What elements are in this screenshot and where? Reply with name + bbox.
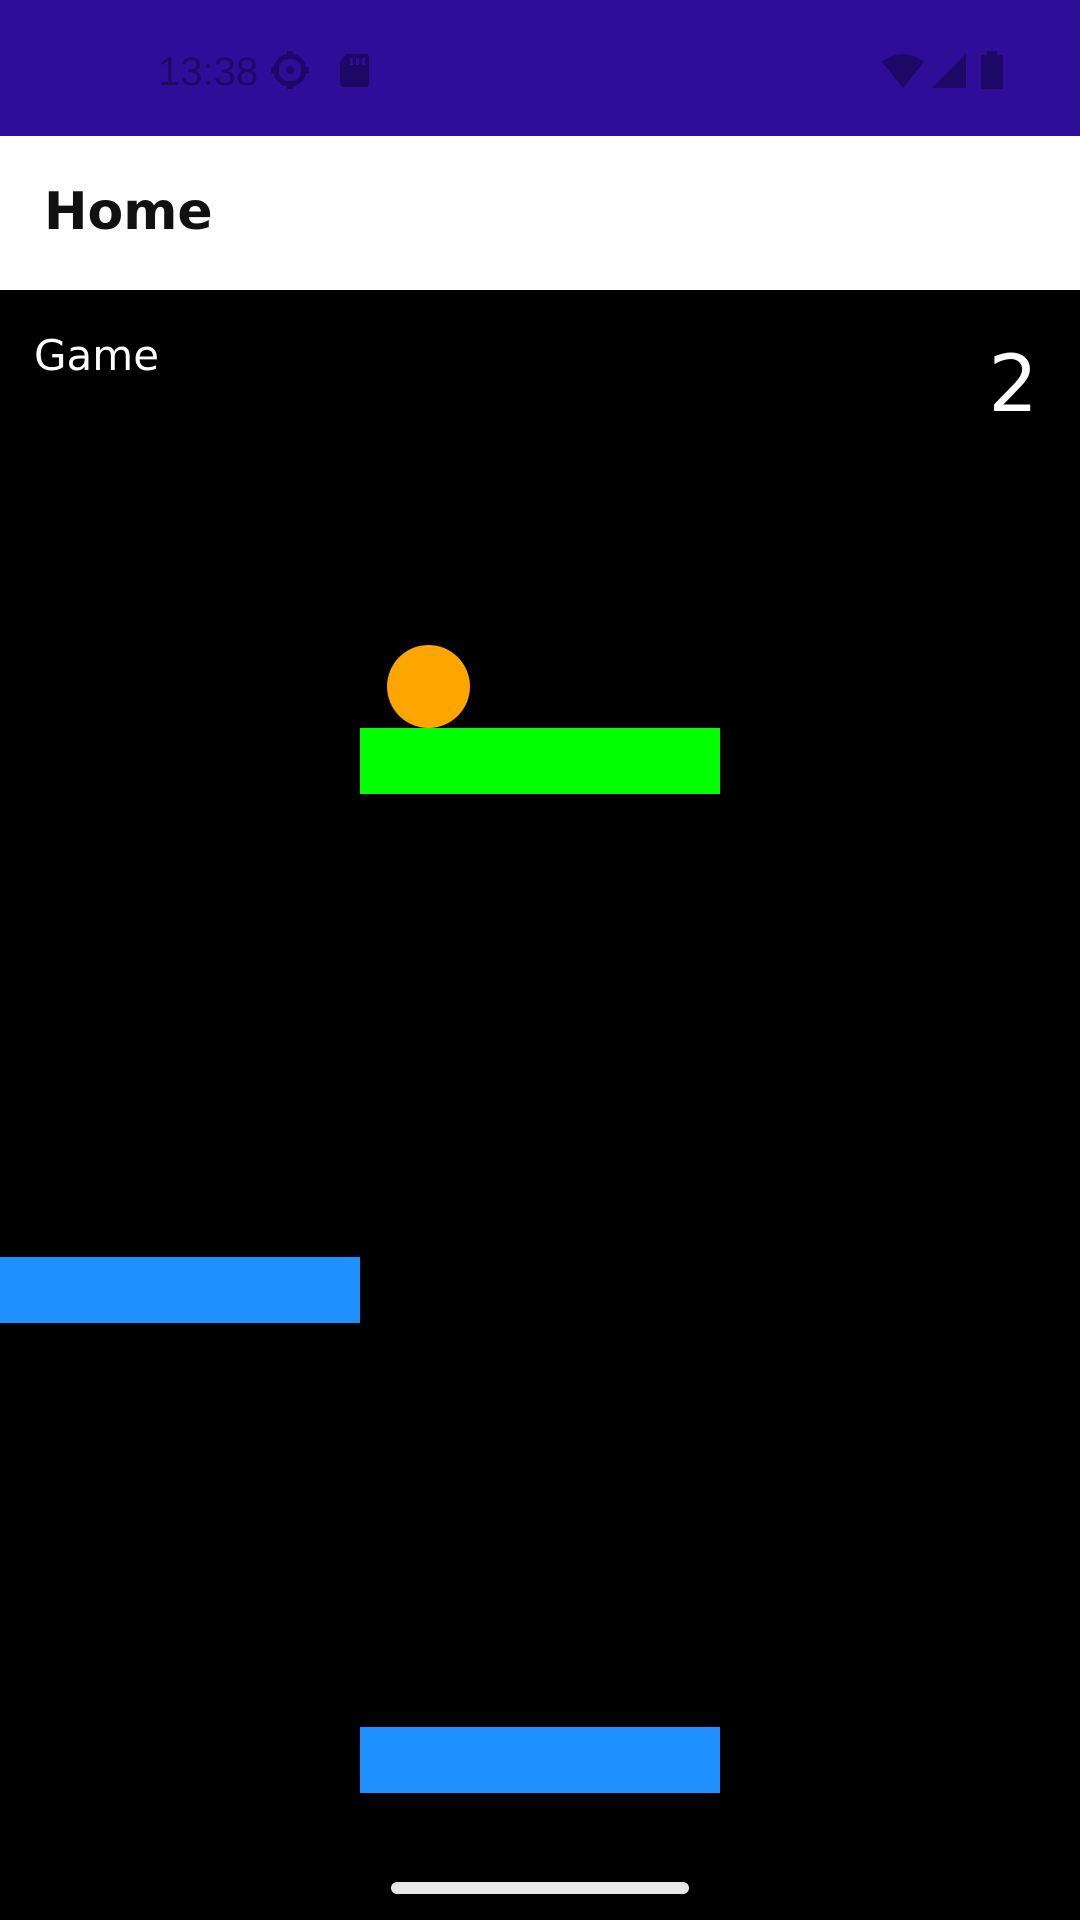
score-counter: 2 (988, 340, 1038, 430)
battery-icon (981, 51, 1003, 89)
platform (360, 1727, 720, 1793)
status-bar: 13:38 (0, 0, 1080, 136)
game-canvas[interactable]: Game 2 (0, 290, 1080, 1920)
sd-card-icon (340, 54, 369, 87)
platform-active (360, 728, 720, 794)
status-time: 13:38 (158, 50, 259, 94)
page-title: Home (44, 182, 213, 242)
game-label: Game (34, 331, 160, 380)
platform (0, 1257, 360, 1323)
home-gesture-bar[interactable] (391, 1882, 689, 1894)
wifi-icon (882, 54, 924, 88)
ball (387, 645, 470, 728)
cellular-signal-icon (932, 54, 966, 88)
app-bar: Home (0, 136, 1080, 290)
settings-gear-icon (271, 51, 309, 89)
